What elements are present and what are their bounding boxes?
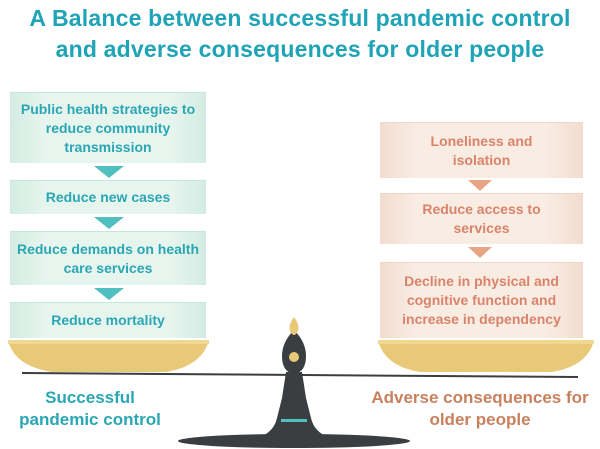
- label-successful-pandemic-control: Successful pandemic control: [19, 388, 161, 429]
- arrow-down-icon: [94, 166, 124, 178]
- arrow-down-icon: [468, 180, 492, 191]
- title-line-2: and adverse consequences for older peopl…: [55, 36, 545, 62]
- label-adverse-consequences: Adverse consequences for older people: [371, 388, 589, 429]
- arrow-down-icon: [468, 247, 492, 258]
- left-box-reduce-demands: Reduce demands on health care services: [10, 231, 206, 285]
- left-box-reduce-mortality: Reduce mortality: [10, 302, 206, 338]
- left-box-public-health-strategies: Public health strategies to reduce commu…: [10, 92, 206, 163]
- right-box-reduce-access: Reduce access to services: [380, 193, 583, 244]
- left-pan: [8, 340, 209, 372]
- title-line-1: A Balance between successful pandemic co…: [29, 5, 571, 31]
- right-box-loneliness: Loneliness and isolation: [380, 122, 583, 178]
- right-box-decline-function: Decline in physical and cognitive functi…: [380, 262, 583, 338]
- left-box-reduce-new-cases: Reduce new cases: [10, 180, 206, 214]
- right-pan: [378, 340, 594, 372]
- flame-icon: [289, 317, 299, 335]
- arrow-down-icon: [94, 217, 124, 229]
- scale-column: [258, 372, 330, 438]
- arrow-down-icon: [94, 288, 124, 300]
- scale-base: [178, 434, 410, 448]
